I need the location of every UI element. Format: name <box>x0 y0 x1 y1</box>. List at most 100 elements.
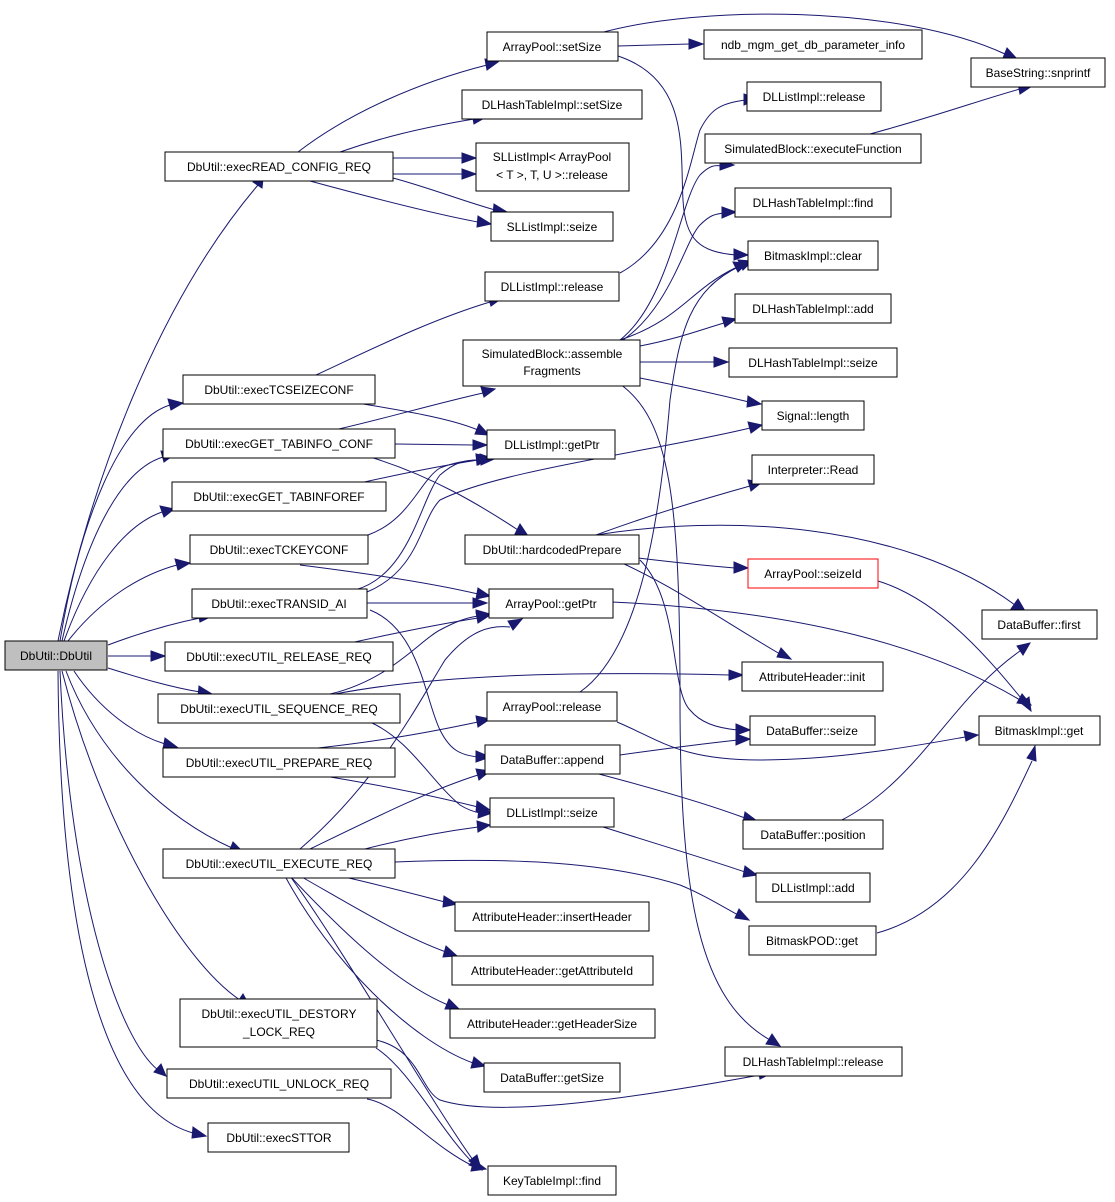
svg-text:DataBuffer::append: DataBuffer::append <box>500 753 604 767</box>
node-databuffer-getsize[interactable]: DataBuffer::getSize <box>483 1062 621 1093</box>
node-exec-tckeyconf[interactable]: DbUtil::execTCKEYCONF <box>189 534 369 565</box>
edge-position-dbfirst <box>839 642 1032 822</box>
edge-unlock-ktfind <box>366 1098 488 1172</box>
svg-text:DbUtil::execTCKEYCONF: DbUtil::execTCKEYCONF <box>210 543 349 557</box>
edge-assemble-siglength <box>639 377 763 408</box>
edge-tckeyconf-dllgetptr <box>367 453 496 536</box>
edge-readconfig-sllrelease2 <box>393 168 478 180</box>
edge-execute-ahinsert <box>339 875 459 908</box>
node-dllistimpl-release-mid[interactable]: DLListImpl::release <box>484 271 620 302</box>
edge-setsize-bmclear <box>617 55 750 261</box>
svg-text:BitmaskImpl::clear: BitmaskImpl::clear <box>764 249 862 263</box>
node-dlhashtableimpl-seize[interactable]: DLHashTableImpl::seize <box>728 347 898 378</box>
node-dllistimpl-add[interactable]: DLListImpl::add <box>755 872 871 903</box>
node-dllistimpl-getptr[interactable]: DLListImpl::getPtr <box>486 429 616 460</box>
svg-text:DbUtil::execUTIL_UNLOCK_REQ: DbUtil::execUTIL_UNLOCK_REQ <box>189 1077 369 1091</box>
node-attributeheader-getheadersize[interactable]: AttributeHeader::getHeaderSize <box>449 1008 656 1039</box>
edge-execfn-snprintf <box>869 82 1034 135</box>
node-exec-tcseizeconf[interactable]: DbUtil::execTCSEIZECONF <box>182 374 376 405</box>
edge-execute-ahgetsize <box>289 875 461 1010</box>
svg-text:AttributeHeader::getAttributeI: AttributeHeader::getAttributeId <box>471 964 633 978</box>
node-dlhashtableimpl-add[interactable]: DLHashTableImpl::add <box>734 293 892 324</box>
node-exec-util-sequence-req[interactable]: DbUtil::execUTIL_SEQUENCE_REQ <box>157 693 401 724</box>
edge-dllrelease-top <box>619 93 760 274</box>
svg-text:< T >, T, U >::release: < T >, T, U >::release <box>496 168 608 182</box>
node-signal-length[interactable]: Signal::length <box>761 400 865 431</box>
node-bitmaskpod-get[interactable]: BitmaskPOD::get <box>748 925 877 956</box>
node-sllistimpl-seize[interactable]: SLListImpl::seize <box>490 211 614 242</box>
edge-bmpodget-bmget <box>876 744 1037 934</box>
node-dllistimpl-seize[interactable]: DLListImpl::seize <box>489 797 615 828</box>
svg-text:DbUtil::execTRANSID_AI: DbUtil::execTRANSID_AI <box>211 597 346 611</box>
node-exec-get-tabinfo-conf[interactable]: DbUtil::execGET_TABINFO_CONF <box>162 428 396 459</box>
node-keytableimpl-find[interactable]: KeyTableImpl::find <box>487 1165 617 1196</box>
svg-text:Fragments: Fragments <box>523 364 580 378</box>
node-attributeheader-init[interactable]: AttributeHeader::init <box>741 661 884 692</box>
node-exec-util-prepare-req[interactable]: DbUtil::execUTIL_PREPARE_REQ <box>162 747 396 778</box>
edge-readconfig-sllseize2 <box>309 180 493 228</box>
node-bitmaskimpl-clear[interactable]: BitmaskImpl::clear <box>747 240 879 271</box>
node-dllistimpl-release-top[interactable]: DLListImpl::release <box>746 81 882 112</box>
edge-root-unlock <box>59 670 167 1077</box>
svg-text:DLHashTableImpl::add: DLHashTableImpl::add <box>752 302 873 316</box>
svg-text:SimulatedBlock::assemble: SimulatedBlock::assemble <box>482 347 623 361</box>
svg-text:AttributeHeader::insertHeader: AttributeHeader::insertHeader <box>472 910 631 924</box>
node-exec-util-execute-req[interactable]: DbUtil::execUTIL_EXECUTE_REQ <box>162 848 396 879</box>
edge-root-tabinforef <box>63 505 176 642</box>
node-attributeheader-insertheader[interactable]: AttributeHeader::insertHeader <box>454 901 650 932</box>
edge-append-dbseize <box>619 733 752 756</box>
node-exec-get-tabinforef[interactable]: DbUtil::execGET_TABINFOREF <box>171 481 387 512</box>
edge-hardcoded-seizeid <box>637 557 750 574</box>
node-basestring-snprintf[interactable]: BaseString::snprintf <box>970 57 1106 88</box>
svg-text:_LOCK_REQ: _LOCK_REQ <box>242 1025 315 1039</box>
node-dbutil-hardcodedprepare[interactable]: DbUtil::hardcodedPrepare <box>464 534 640 565</box>
edge-execute-ahgetattr <box>299 875 459 958</box>
node-exec-util-destory-lock-req[interactable]: DbUtil::execUTIL_DESTORY_LOCK_REQ <box>179 998 378 1048</box>
node-attributeheader-getattributeid[interactable]: AttributeHeader::getAttributeId <box>451 955 654 986</box>
edge-aprelease-bmget <box>616 721 980 761</box>
svg-text:SimulatedBlock::executeFunctio: SimulatedBlock::executeFunction <box>724 142 901 156</box>
edge-root-tcseize <box>59 398 185 642</box>
edge-assemble-execfn <box>619 159 736 341</box>
node-simulatedblock-executefunction[interactable]: SimulatedBlock::executeFunction <box>704 133 922 164</box>
node-dlhashtableimpl-find[interactable]: DLHashTableImpl::find <box>734 187 892 218</box>
node-dlhashtableimpl-setsize[interactable]: DLHashTableImpl::setSize <box>461 89 643 120</box>
svg-text:AttributeHeader::init: AttributeHeader::init <box>759 670 866 684</box>
svg-text:BitmaskPOD::get: BitmaskPOD::get <box>766 934 859 948</box>
node-arraypool-getptr[interactable]: ArrayPool::getPtr <box>488 588 614 619</box>
node-ndb-mgm-get-db-parameter-info[interactable]: ndb_mgm_get_db_parameter_info <box>703 29 923 60</box>
node-dlhashtableimpl-release[interactable]: DLHashTableImpl::release <box>724 1046 903 1077</box>
node-arraypool-seizeid[interactable]: ArrayPool::seizeId <box>747 558 879 589</box>
edge-sequencereq-apgetptr <box>329 609 492 695</box>
svg-text:DLHashTableImpl::seize: DLHashTableImpl::seize <box>748 356 878 370</box>
node-databuffer-append[interactable]: DataBuffer::append <box>484 744 621 775</box>
node-arraypool-release[interactable]: ArrayPool::release <box>486 691 618 722</box>
edge-releasereq-apgetptr <box>349 611 492 644</box>
node-databuffer-seize[interactable]: DataBuffer::seize <box>749 715 876 746</box>
node-exec-util-unlock-req[interactable]: DbUtil::execUTIL_UNLOCK_REQ <box>166 1068 392 1099</box>
node-sllistimpl-release[interactable]: SLListImpl< ArrayPool< T >, T, U >::rele… <box>475 142 630 192</box>
node-dbutil-dbutil[interactable]: DbUtil::DbUtil <box>4 640 108 671</box>
svg-text:DbUtil::execUTIL_DESTORY: DbUtil::execUTIL_DESTORY <box>202 1007 357 1021</box>
svg-text:BitmaskImpl::get: BitmaskImpl::get <box>995 724 1084 738</box>
edge-transid-dllgetptr <box>354 453 492 591</box>
svg-text:Interpreter::Read: Interpreter::Read <box>768 463 859 477</box>
edge-hardcoded-dbseize <box>639 559 752 736</box>
node-exec-read-config-req[interactable]: DbUtil::execREAD_CONFIG_REQ <box>164 151 394 182</box>
node-databuffer-first[interactable]: DataBuffer::first <box>981 609 1098 640</box>
node-exec-util-release-req[interactable]: DbUtil::execUTIL_RELEASE_REQ <box>164 641 394 672</box>
edge-preparereq-dllseize <box>317 774 492 813</box>
node-bitmaskimpl-get[interactable]: BitmaskImpl::get <box>978 715 1101 746</box>
node-exec-sttor[interactable]: DbUtil::execSTTOR <box>207 1122 350 1153</box>
node-exec-transid-ai[interactable]: DbUtil::execTRANSID_AI <box>191 588 368 619</box>
svg-text:DbUtil::DbUtil: DbUtil::DbUtil <box>20 649 92 663</box>
node-arraypool-setsize[interactable]: ArrayPool::setSize <box>486 31 619 62</box>
svg-text:DbUtil::hardcodedPrepare: DbUtil::hardcodedPrepare <box>483 543 622 557</box>
edge-assemble-dlhseize <box>640 356 730 368</box>
edge-root-sttor <box>57 670 208 1139</box>
svg-text:DLHashTableImpl::setSize: DLHashTableImpl::setSize <box>482 98 623 112</box>
node-interpreter-read[interactable]: Interpreter::Read <box>751 454 875 485</box>
node-databuffer-position[interactable]: DataBuffer::position <box>742 819 884 850</box>
